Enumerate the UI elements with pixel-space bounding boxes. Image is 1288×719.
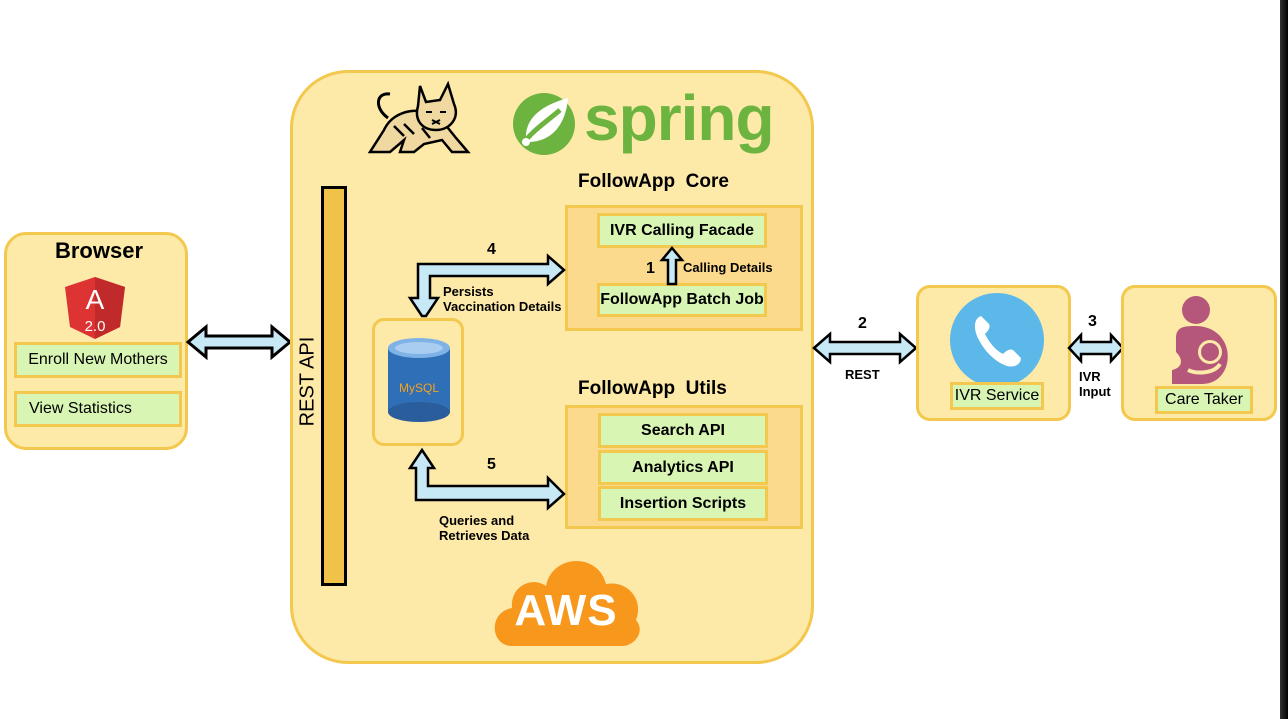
ivr-input-label-line1: IVR [1079,369,1101,384]
ivr-service-label: IVR Service [954,387,1040,404]
rest-api-bar [321,186,347,586]
window-edge [1280,0,1288,719]
ivr-input-label-line2: Input [1079,384,1111,399]
browser-title: Browser [54,238,144,263]
tomcat-logo-icon [364,78,476,158]
batch-job-label: FollowApp Batch Job [600,291,764,308]
spring-logo-icon [510,86,578,158]
persist-arrow [407,253,566,318]
search-api-box: Search API [598,413,768,448]
phone-icon [949,292,1045,388]
step-2-number: 2 [858,315,867,332]
search-api-label: Search API [641,421,725,439]
insertion-scripts-label: Insertion Scripts [619,494,747,512]
view-statistics-label: View Statistics [29,400,132,417]
persist-label-line2: Vaccination Details [443,299,562,314]
mother-child-icon [1166,294,1238,386]
care-taker-box: Care Taker [1155,386,1253,414]
step-1-number: 1 [646,260,655,277]
rest-link-arrow [812,331,918,365]
enroll-new-mothers-button[interactable]: Enroll New Mothers [14,342,182,378]
mysql-logo-text: MySQL [399,381,439,395]
aws-cloud-icon [488,546,644,650]
batch-job-box: FollowApp Batch Job [597,283,767,317]
enroll-new-mothers-label: Enroll New Mothers [28,351,168,368]
ivr-calling-facade-label: IVR Calling Facade [609,221,755,239]
step-4-number: 4 [487,241,496,258]
query-arrow [407,447,566,511]
analytics-api-box: Analytics API [598,450,768,485]
utils-title: FollowApp Utils [578,378,727,399]
ivr-input-arrow [1067,331,1125,365]
analytics-api-label: Analytics API [632,458,734,476]
angular-logo-icon: A 2.0 [63,275,127,341]
ivr-service-box: IVR Service [950,382,1044,410]
core-title: FollowApp Core [578,171,729,192]
mysql-database-icon: MySQL [386,336,452,424]
browser-rest-arrow [185,323,293,361]
browser-panel: Browser A 2.0 Enroll New Mothers View St… [4,232,188,450]
step-3-number: 3 [1088,313,1097,330]
query-label-line1: Queries and [439,513,515,528]
insertion-scripts-box: Insertion Scripts [598,486,768,521]
aws-logo-text: AWS [514,586,618,635]
query-label-line2: Retrieves Data [439,528,530,543]
persist-label-line1: Persists [443,284,494,299]
calling-details-arrow [659,246,685,286]
view-statistics-button[interactable]: View Statistics [14,391,182,427]
ivr-calling-facade-box: IVR Calling Facade [597,213,767,248]
angular-logo-letter: A [86,284,105,315]
step-5-number: 5 [487,456,496,473]
rest-link-label: REST [845,367,880,382]
calling-details-label: Calling Details [683,260,773,275]
angular-logo-version: 2.0 [85,318,106,335]
rest-api-label: REST API [296,336,319,427]
care-taker-label: Care Taker [1165,391,1243,408]
spring-wordmark: spring [584,82,775,154]
